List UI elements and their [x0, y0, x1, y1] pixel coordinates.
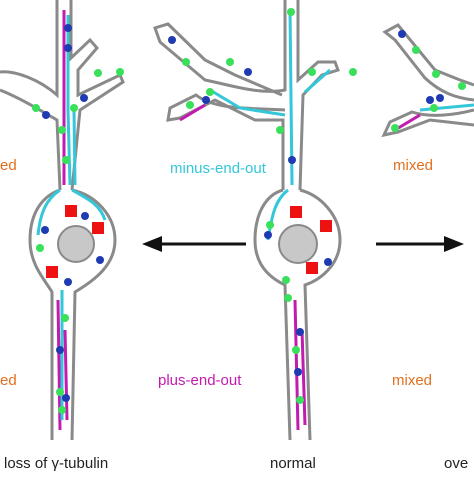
green-dot: [391, 124, 399, 132]
red-square: [65, 205, 77, 217]
green-dot: [56, 388, 64, 396]
left-neuron: [0, 0, 125, 441]
mt-plus: [293, 299, 300, 431]
green-dot: [36, 244, 44, 252]
blue-dot: [324, 258, 332, 266]
green-dot: [430, 104, 438, 112]
blue-dot: [288, 156, 296, 164]
mt-minus: [288, 9, 294, 186]
green-dot: [182, 58, 190, 66]
caption-loss-of-gamma-tubulin: loss of γ-tubulin: [4, 455, 109, 472]
right-neuron: [381, 23, 474, 138]
red-square: [306, 262, 318, 274]
green-dot: [296, 396, 304, 404]
blue-dot: [62, 394, 70, 402]
mt-plus: [63, 329, 69, 421]
label-mixed-left-top: ed: [0, 157, 17, 174]
green-dot: [287, 8, 295, 16]
mt-minus: [36, 188, 61, 236]
green-dot: [94, 69, 102, 77]
blue-dot: [64, 44, 72, 52]
green-dot: [226, 58, 234, 66]
blue-dot: [64, 278, 72, 286]
mt-plus: [300, 329, 307, 426]
green-dot: [308, 68, 316, 76]
green-dot: [58, 406, 66, 414]
green-dot: [292, 346, 300, 354]
mt-plus: [394, 113, 421, 132]
blue-dot: [96, 256, 104, 264]
label-mixed-right-top: mixed: [393, 157, 434, 174]
red-square: [320, 220, 332, 232]
right-neuron-membrane: [381, 23, 474, 138]
green-dot: [412, 46, 420, 54]
blue-dot: [426, 96, 434, 104]
blue-dot: [202, 96, 210, 104]
label-mixed-right-bottom: mixed: [392, 372, 433, 389]
blue-dot: [64, 24, 72, 32]
blue-dot: [296, 328, 304, 336]
center-nucleus: [278, 224, 318, 264]
blue-dot: [436, 94, 444, 102]
blue-dot: [168, 36, 176, 44]
label-plus-end-out: plus-end-out: [158, 372, 242, 389]
green-dot: [282, 276, 290, 284]
left-nucleus: [57, 225, 95, 263]
mt-minus: [209, 88, 286, 117]
green-dot: [266, 221, 274, 229]
green-dot: [186, 101, 194, 109]
blue-dot: [56, 346, 64, 354]
green-dot: [70, 104, 78, 112]
green-dot: [116, 68, 124, 76]
blue-dot: [398, 30, 406, 38]
label-mixed-left-bottom: ed: [0, 372, 17, 389]
green-dot: [432, 70, 440, 78]
green-dot: [284, 294, 292, 302]
markers: [32, 8, 466, 414]
red-square: [290, 206, 302, 218]
mt-plus: [179, 103, 206, 122]
green-dot: [32, 104, 40, 112]
mt-minus: [71, 188, 107, 221]
mt-minus: [419, 103, 474, 112]
blue-dot: [294, 368, 302, 376]
blue-dot: [80, 94, 88, 102]
red-square: [46, 266, 58, 278]
arrow-left-icon: [142, 236, 246, 252]
blue-dot: [41, 226, 49, 234]
mt-minus: [304, 68, 331, 94]
blue-dot: [264, 231, 272, 239]
arrow-right-icon: [376, 236, 464, 252]
green-dot: [58, 126, 66, 134]
caption-over: ove: [444, 455, 469, 472]
green-dot: [276, 126, 284, 134]
red-square: [92, 222, 104, 234]
blue-dot: [244, 68, 252, 76]
green-dot: [206, 88, 214, 96]
green-dot: [349, 68, 357, 76]
blue-dot: [81, 212, 89, 220]
green-dot: [62, 156, 70, 164]
blue-dot: [42, 111, 50, 119]
label-minus-end-out: minus-end-out: [170, 160, 266, 177]
green-dot: [458, 82, 466, 90]
mt-minus: [72, 109, 77, 186]
caption-normal: normal: [270, 455, 316, 472]
green-dot: [61, 314, 69, 322]
